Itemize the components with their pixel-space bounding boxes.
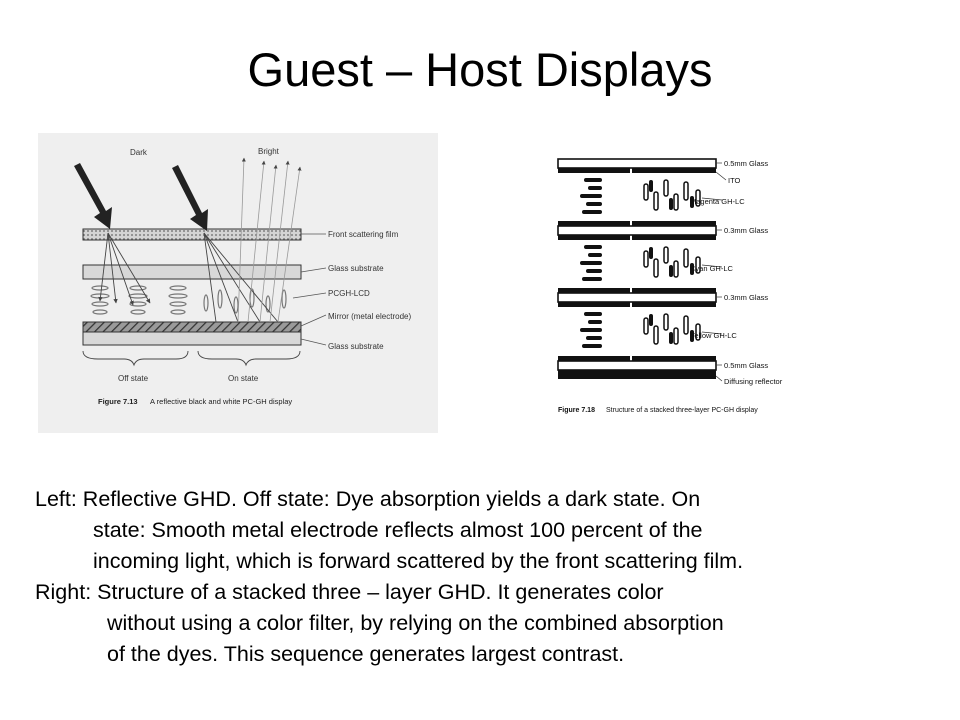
on-state-label: On state <box>228 374 259 383</box>
label-glass-bottom: 0.5mm Glass <box>724 361 768 370</box>
layer-leader-lines <box>292 233 327 346</box>
glass-substrate-top <box>82 264 302 280</box>
layer-label-mirror: Mirror (metal electrode) <box>328 312 411 321</box>
caption-line: of the dyes. This sequence generates lar… <box>107 642 625 666</box>
layer-label-glass-substrate-bottom: Glass substrate <box>328 342 384 351</box>
off-state-label: Off state <box>118 374 149 383</box>
off-state-dye-molecules <box>90 285 188 315</box>
off-state-rays <box>98 232 151 306</box>
slide-caption: Left: Reflective GHD. Off state: Dye abs… <box>35 484 935 670</box>
label-glass-middle-2: 0.3mm Glass <box>724 293 768 302</box>
dark-incident-arrow <box>74 163 112 229</box>
mirror-electrode <box>82 321 302 333</box>
off-state-brace <box>82 350 189 367</box>
bright-label: Bright <box>258 147 280 156</box>
label-diffusing-reflector: Diffusing reflector <box>724 377 783 386</box>
label-ito: ITO <box>728 176 741 185</box>
label-yellow-gh-lc: Yellow GH-LC <box>690 331 737 340</box>
reflected-bright-rays <box>237 157 302 323</box>
label-glass-middle-1: 0.3mm Glass <box>724 226 768 235</box>
reflective-ghd-diagram: Dark Bright <box>38 133 438 433</box>
slide-title: Guest – Host Displays <box>247 43 713 96</box>
figure-background <box>38 133 438 433</box>
label-magenta-gh-lc: Magenta GH-LC <box>690 197 745 206</box>
on-state-brace <box>197 350 301 367</box>
on-state-molecules-solid <box>649 180 694 344</box>
caption-line: state: Smooth metal electrode reflects a… <box>93 518 703 542</box>
diffusing-reflector <box>558 370 716 379</box>
on-state-molecules <box>643 179 701 345</box>
off-state-molecules <box>580 178 602 348</box>
caption-line: Right: Structure of a stacked three – la… <box>35 580 664 604</box>
right-figure-number: Figure 7.18 <box>558 407 595 414</box>
label-glass-top: 0.5mm Glass <box>724 159 768 168</box>
layer-label-glass-substrate-top: Glass substrate <box>328 264 384 273</box>
bright-incident-arrow <box>172 165 208 231</box>
right-figure-caption: Structure of a stacked three-layer PC-GH… <box>606 407 758 414</box>
glass-substrate-bottom <box>82 331 302 346</box>
caption-line: incoming light, which is forward scatter… <box>93 549 744 573</box>
left-figure-number: Figure 7.13 <box>98 397 138 406</box>
layer-label-pcgh-lcd: PCGH-LCD <box>328 289 370 298</box>
caption-line: Left: Reflective GHD. Off state: Dye abs… <box>35 487 701 511</box>
on-state-rays <box>203 232 279 323</box>
stacked-three-layer-ghd-diagram: 0.5mm Glass ITO Magenta GH-LC 0.3mm Glas… <box>557 158 783 414</box>
front-scattering-film <box>82 228 302 241</box>
caption-line: without using a color filter, by relying… <box>107 611 724 635</box>
dark-label: Dark <box>130 148 148 157</box>
right-leader-lines <box>701 162 727 382</box>
left-figure-caption: A reflective black and white PC-GH displ… <box>150 397 292 406</box>
layer-label-front-scattering-film: Front scattering film <box>328 230 399 239</box>
ito-electrodes <box>558 168 716 361</box>
label-cyan-gh-lc: Cyan GH-LC <box>690 264 734 273</box>
